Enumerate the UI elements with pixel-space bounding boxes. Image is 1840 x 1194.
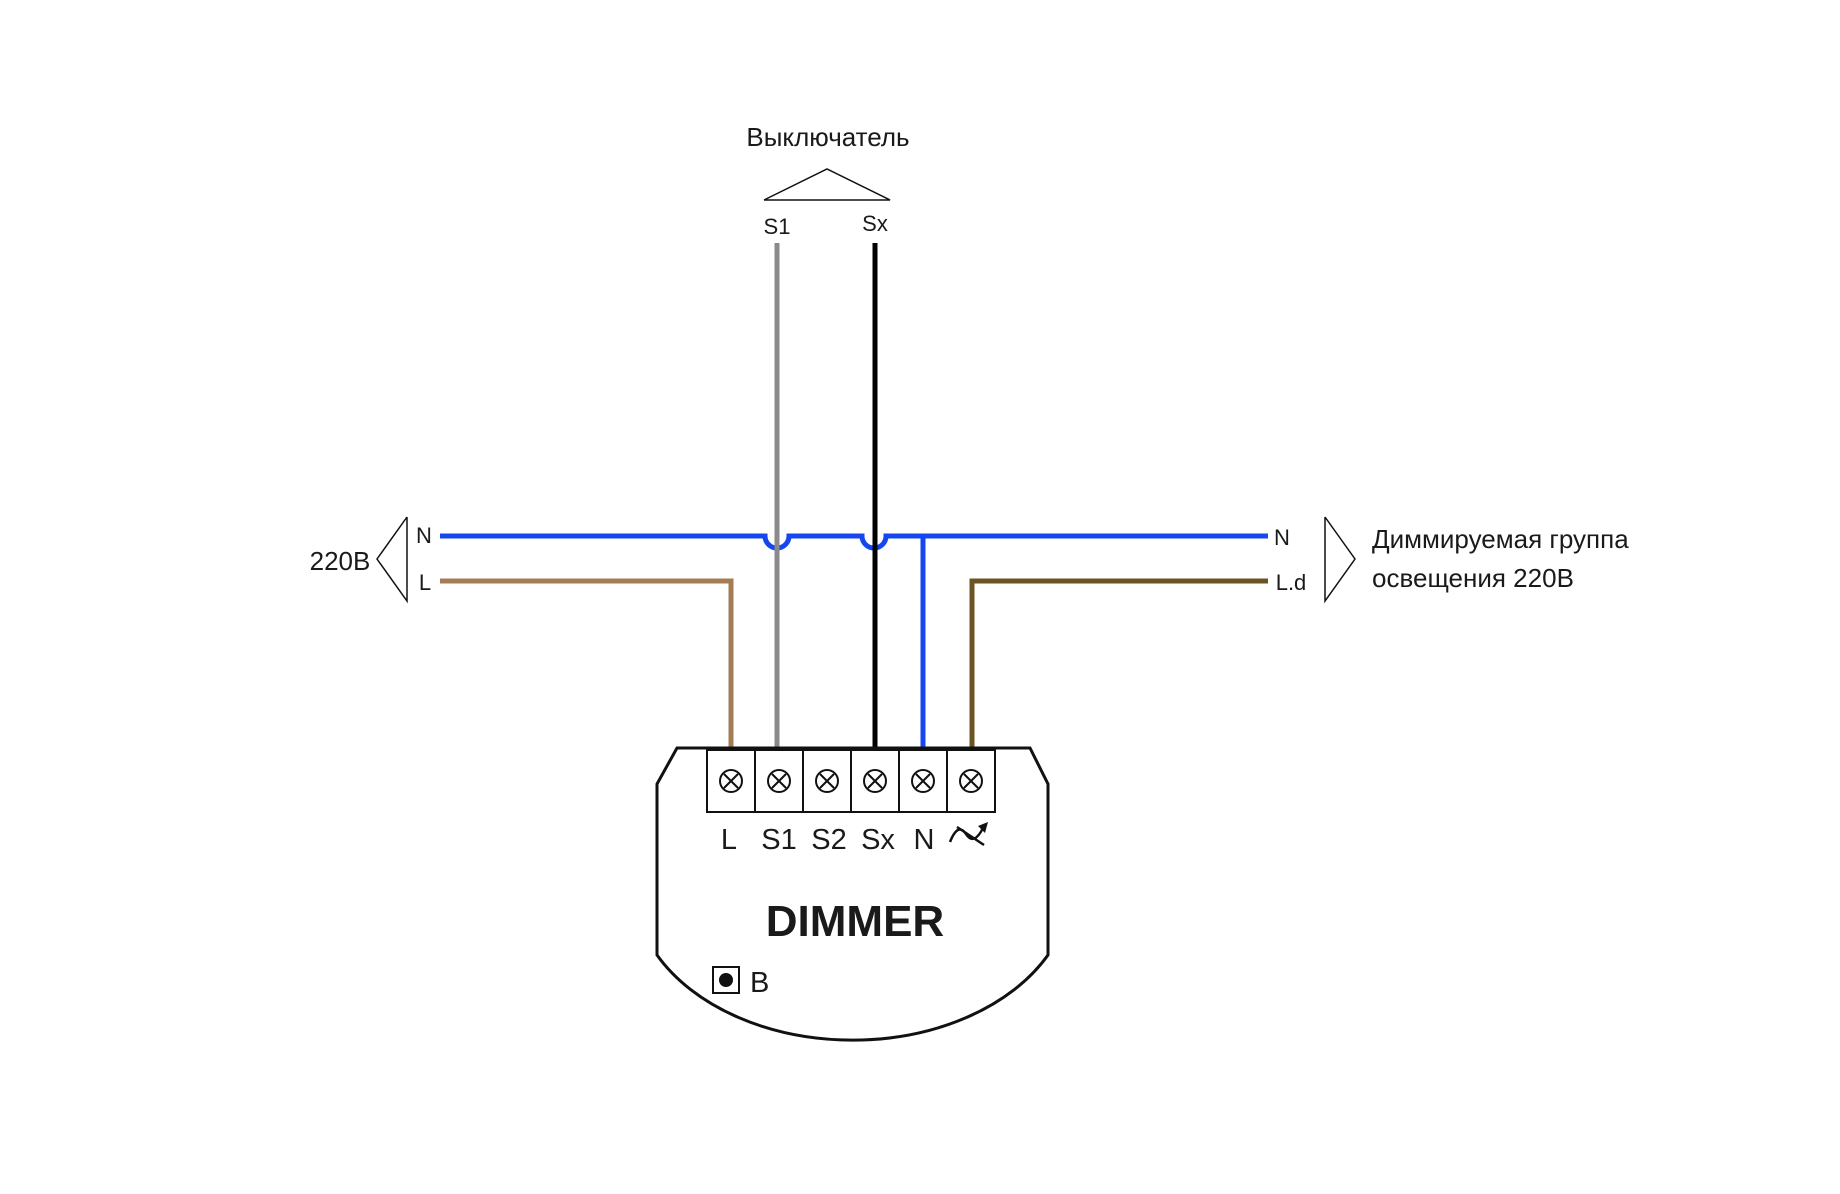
- line-wire: [440, 578, 734, 750]
- button-b-label: B: [750, 967, 769, 999]
- neutral-wire: [440, 533, 1268, 551]
- dimmer-output-icon: [948, 822, 988, 847]
- button-b-icon[interactable]: [712, 966, 740, 994]
- switch-symbol: [763, 168, 891, 201]
- terminal-screw-output: [959, 769, 983, 793]
- terminal-screw-s1: [767, 769, 791, 793]
- button-b-dot: [719, 973, 733, 987]
- terminal-label-s2: S2: [811, 824, 846, 856]
- dimmed-line-wire: [969, 578, 1268, 750]
- terminal-label-s1: S1: [761, 824, 796, 856]
- switch-sx-label: Sx: [862, 211, 888, 236]
- load-ld-label: L.d: [1276, 570, 1307, 595]
- load-symbol: [1324, 516, 1356, 604]
- module-title: DIMMER: [766, 897, 944, 946]
- terminal-label-n: N: [914, 824, 935, 856]
- terminal-screw-sx: [863, 769, 887, 793]
- load-label-line1: Диммируемая группа: [1372, 524, 1629, 554]
- terminal-label-sx: Sx: [861, 824, 895, 856]
- source-n-label: N: [416, 523, 432, 548]
- terminal-block: [706, 749, 996, 813]
- source-label: 220В: [310, 546, 371, 576]
- terminal-label-l: L: [721, 824, 737, 856]
- terminal-screw-n: [911, 769, 935, 793]
- switch-s1-label: S1: [764, 214, 791, 239]
- terminal-screw-l: [719, 769, 743, 793]
- terminal-screw-s2: [815, 769, 839, 793]
- load-label-line2: освещения 220В: [1372, 563, 1574, 593]
- load-n-label: N: [1274, 525, 1290, 550]
- source-symbol: [376, 516, 408, 604]
- source-l-label: L: [419, 570, 431, 595]
- switch-label: Выключатель: [746, 122, 909, 152]
- dimmer-module-body: [655, 746, 1050, 1042]
